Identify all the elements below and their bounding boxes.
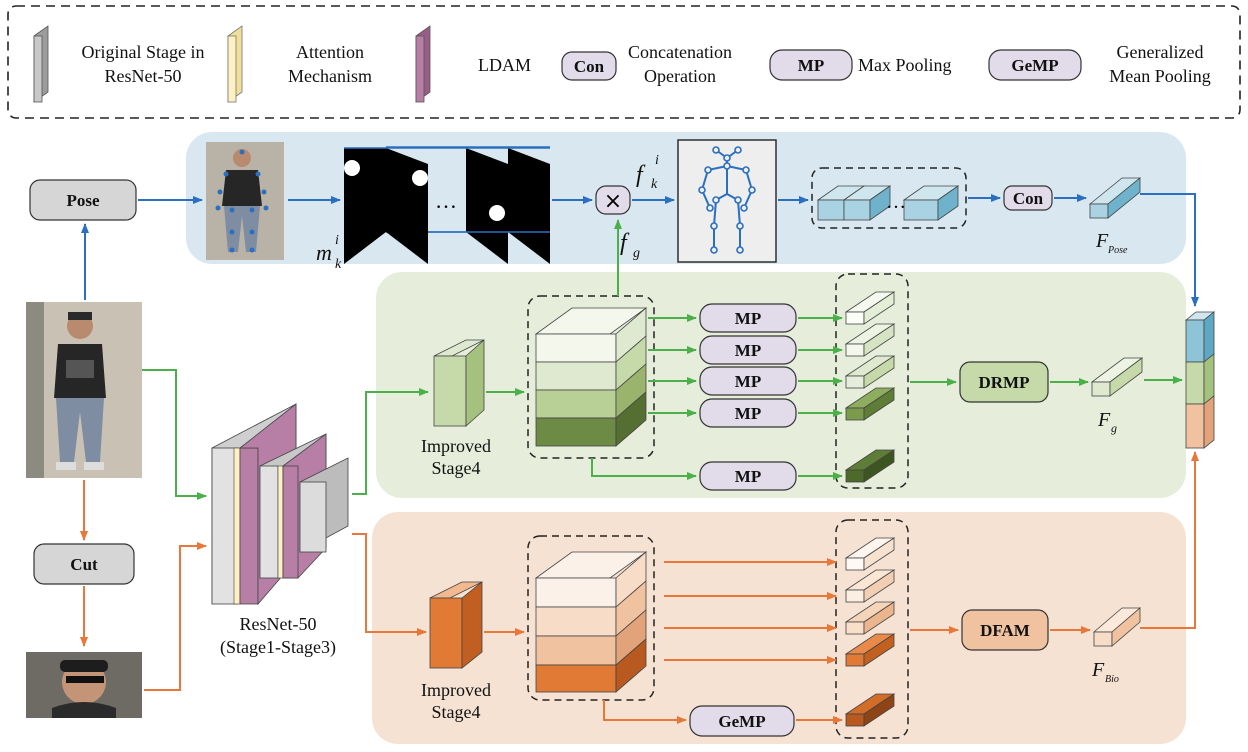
mp-block-3-label: MP	[735, 372, 761, 391]
global-feature-symbol: f	[620, 230, 630, 256]
improved-stage4-green-label-2: Stage4	[432, 458, 481, 478]
F-g-sub: g	[1111, 421, 1117, 435]
resnet-label-2: (Stage1-Stage3)	[220, 637, 336, 658]
con-block-label: Con	[1013, 189, 1044, 208]
blue-flow-arrows	[81, 193, 1199, 307]
mask-ellipsis: …	[435, 188, 457, 213]
improved-stage4-green-label-1: Improved	[421, 436, 491, 456]
green-stripe-cube	[534, 307, 648, 447]
cut-block-label: Cut	[70, 555, 98, 574]
legend-con-label-1: Concatenation	[628, 42, 732, 62]
legend-gemp-badge-text: GeMP	[1011, 56, 1058, 75]
con-block	[1003, 185, 1053, 211]
legend-mp-badge	[769, 49, 853, 81]
global-output-feature	[1090, 357, 1144, 397]
final-concatenated-feature	[1184, 311, 1216, 449]
mask-symbol-sub: k	[335, 257, 342, 272]
F-g-symbol: F	[1097, 409, 1111, 431]
orange-stripe-group	[527, 535, 655, 701]
mp-block-1: MP	[699, 303, 797, 333]
F-pose-symbol: F	[1095, 230, 1109, 252]
pose-part-features	[816, 185, 960, 221]
pose-feature-group	[811, 167, 967, 229]
legend-ldam-label: LDAM	[478, 55, 531, 75]
mp-block-5: MP	[699, 461, 797, 491]
cut-block	[33, 543, 135, 585]
gemp-block-label: GeMP	[718, 712, 765, 731]
legend-con-badge-text: Con	[574, 57, 605, 76]
legend-gemp-label-1: Generalized	[1117, 42, 1204, 62]
skeleton-figure	[677, 139, 777, 263]
multiply-op-symbol: ×	[604, 189, 622, 214]
part-feature-sup: i	[655, 153, 659, 168]
mp-block-2-label: MP	[735, 341, 761, 360]
legend-mp-label: Max Pooling	[858, 55, 952, 75]
legend-stage-label-2: ResNet-50	[105, 66, 182, 86]
F-bio-sub: Bio	[1105, 674, 1119, 685]
improved-stage4-green	[433, 339, 485, 427]
resnet-stage1-3	[211, 403, 349, 606]
mp-block-3: MP	[699, 366, 797, 396]
improved-stage4-orange	[429, 581, 483, 669]
legend-con-badge	[561, 51, 617, 81]
legend-gemp-label-2: Mean Pooling	[1109, 66, 1211, 86]
orange-flow-arrows	[80, 451, 1199, 724]
legend-original-stage-swatch	[33, 25, 49, 103]
F-bio-symbol: F	[1091, 659, 1105, 681]
gemp-block	[689, 705, 795, 737]
pose-block	[29, 179, 137, 221]
pose-feature-ellipsis: …	[886, 191, 906, 213]
legend-gemp-badge	[988, 49, 1082, 81]
pose-keypoint-photo	[206, 142, 284, 260]
part-feature-sub: k	[651, 177, 658, 192]
dfam-block	[961, 609, 1049, 651]
drmp-block-label: DRMP	[979, 373, 1030, 392]
pose-heatmap-masks	[344, 146, 550, 264]
legend-attention-label-1: Attention	[296, 42, 364, 62]
legend-con-label-2: Operation	[644, 66, 716, 86]
drmp-block	[959, 361, 1049, 403]
F-pose-sub: Pose	[1107, 245, 1128, 256]
legend-stage-label-1: Original Stage in	[82, 42, 205, 62]
mp-block-5-label: MP	[735, 467, 761, 486]
pose-block-label: Pose	[66, 191, 100, 210]
cropped-face-photo	[26, 652, 142, 718]
input-person-photo	[26, 302, 142, 478]
part-feature-symbol: f	[636, 162, 646, 188]
orange-pooled-features	[844, 537, 896, 727]
legend-mp-badge-text: MP	[798, 56, 824, 75]
global-feature-sub: g	[633, 246, 640, 261]
legend-ldam-swatch	[415, 25, 431, 103]
green-pooled-features	[844, 291, 896, 483]
mp-block-4-label: MP	[735, 404, 761, 423]
mask-symbol: m	[316, 240, 332, 265]
resnet-label-1: ResNet-50	[240, 614, 317, 634]
green-flow-arrows	[142, 219, 1183, 500]
bio-output-feature	[1092, 607, 1142, 647]
mp-block-1-label: MP	[735, 309, 761, 328]
mp-block-4: MP	[699, 398, 797, 428]
dfam-block-label: DFAM	[980, 621, 1030, 640]
improved-stage4-orange-label-2: Stage4	[432, 702, 481, 722]
orange-stripe-cube	[534, 551, 648, 693]
pose-output-feature	[1088, 177, 1142, 219]
improved-stage4-orange-label-1: Improved	[421, 680, 491, 700]
multiply-op	[595, 185, 631, 215]
legend-attention-swatch	[227, 25, 243, 103]
legend: Original Stage in ResNet-50 Attention Me…	[7, 5, 1241, 119]
legend-attention-label-2: Mechanism	[288, 66, 372, 86]
orange-pooled-group	[835, 519, 909, 739]
mp-block-2: MP	[699, 335, 797, 365]
mask-symbol-sup: i	[335, 233, 339, 248]
